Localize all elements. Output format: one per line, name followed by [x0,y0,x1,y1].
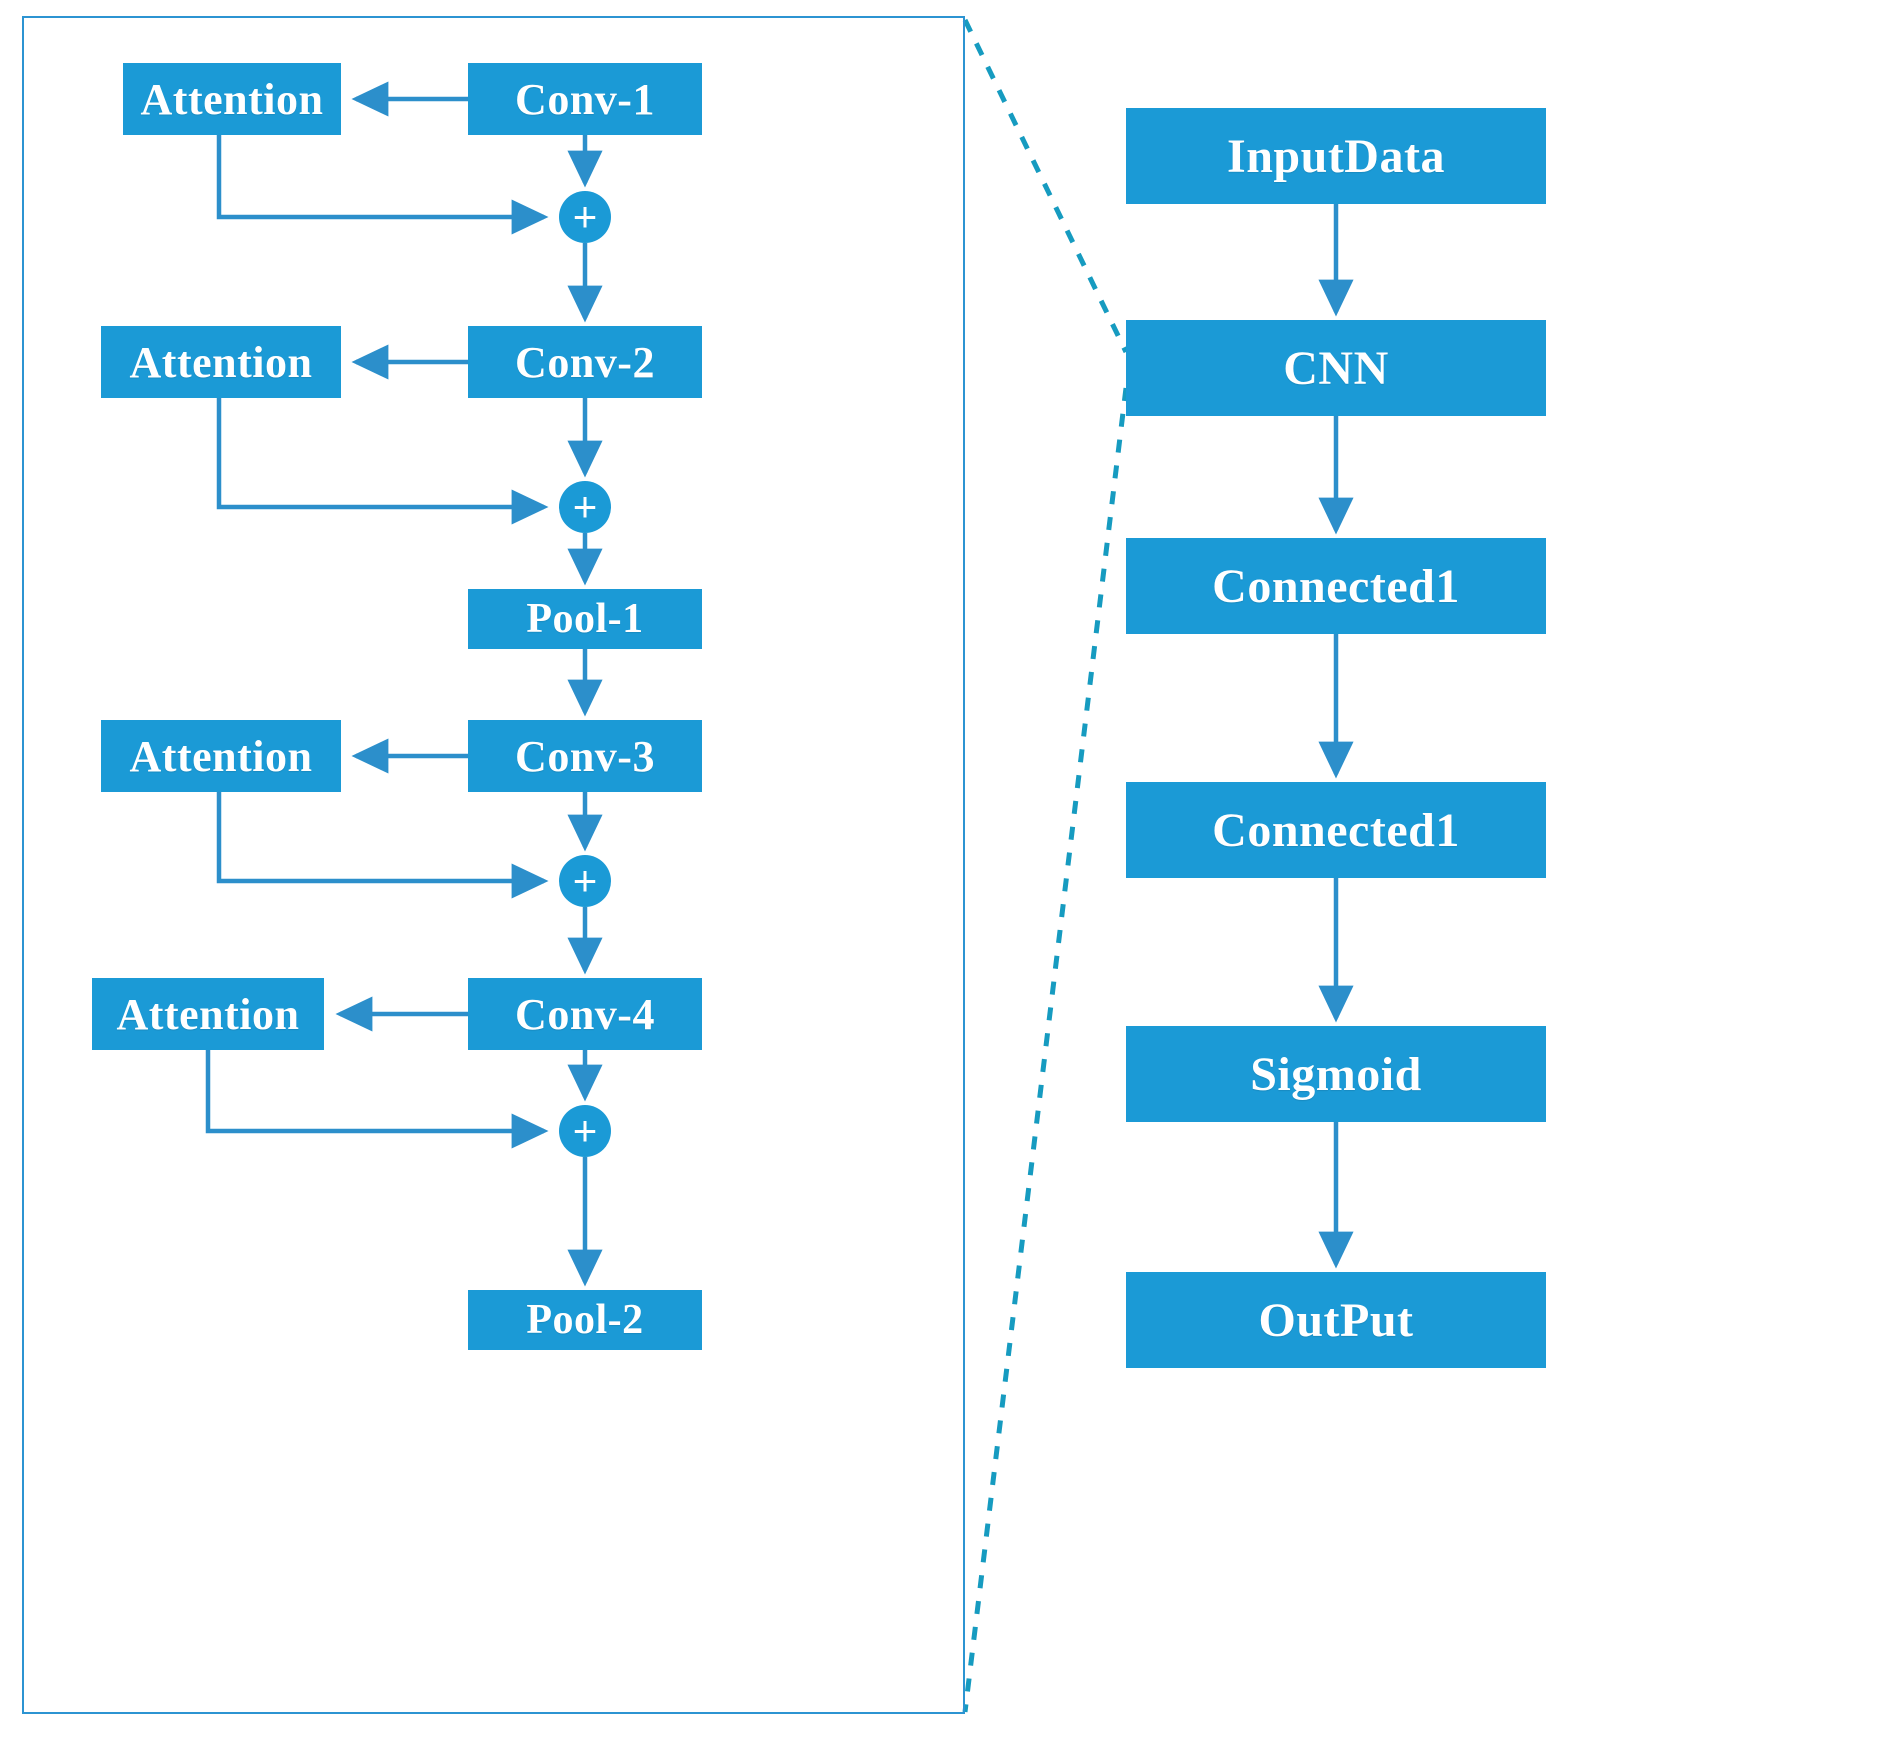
node-sum-1[interactable]: + [559,191,611,243]
node-label: Attention [140,74,324,124]
node-pool-1[interactable]: Pool-1 [468,589,702,649]
node-cnn[interactable]: CNN [1126,320,1546,416]
node-label: InputData [1227,129,1445,183]
node-label: Attention [129,337,313,387]
node-sum-2[interactable]: + [559,481,611,533]
node-conv-3[interactable]: Conv-3 [468,720,702,792]
plus-icon: + [572,857,598,904]
detail-panel-frame [22,16,965,1714]
node-label: Attention [116,989,300,1039]
node-attention-4[interactable]: Attention [92,978,324,1050]
node-label: Pool-2 [526,1297,644,1343]
node-input-data[interactable]: InputData [1126,108,1546,204]
node-pool-2[interactable]: Pool-2 [468,1290,702,1350]
node-output[interactable]: OutPut [1126,1272,1546,1368]
node-label: CNN [1283,341,1389,395]
node-label: Conv-2 [515,337,655,387]
node-label: Attention [129,731,313,781]
node-label: Connected1 [1212,803,1460,857]
node-label: Conv-3 [515,731,655,781]
node-conv-2[interactable]: Conv-2 [468,326,702,398]
plus-icon: + [572,483,598,530]
node-sigmoid[interactable]: Sigmoid [1126,1026,1546,1122]
node-label: Conv-4 [515,989,655,1039]
callout-dashed-lines [962,18,1129,1713]
node-label: OutPut [1258,1293,1414,1347]
node-label: Pool-1 [526,596,644,642]
node-label: Connected1 [1212,559,1460,613]
node-sum-4[interactable]: + [559,1105,611,1157]
node-attention-1[interactable]: Attention [123,63,341,135]
node-conv-4[interactable]: Conv-4 [468,978,702,1050]
node-sum-3[interactable]: + [559,855,611,907]
plus-icon: + [572,1107,598,1154]
node-label: Conv-1 [515,74,655,124]
node-attention-2[interactable]: Attention [101,326,341,398]
node-connected-1[interactable]: Connected1 [1126,538,1546,634]
node-attention-3[interactable]: Attention [101,720,341,792]
node-connected-2[interactable]: Connected1 [1126,782,1546,878]
node-conv-1[interactable]: Conv-1 [468,63,702,135]
node-label: Sigmoid [1250,1047,1422,1101]
plus-icon: + [572,193,598,240]
